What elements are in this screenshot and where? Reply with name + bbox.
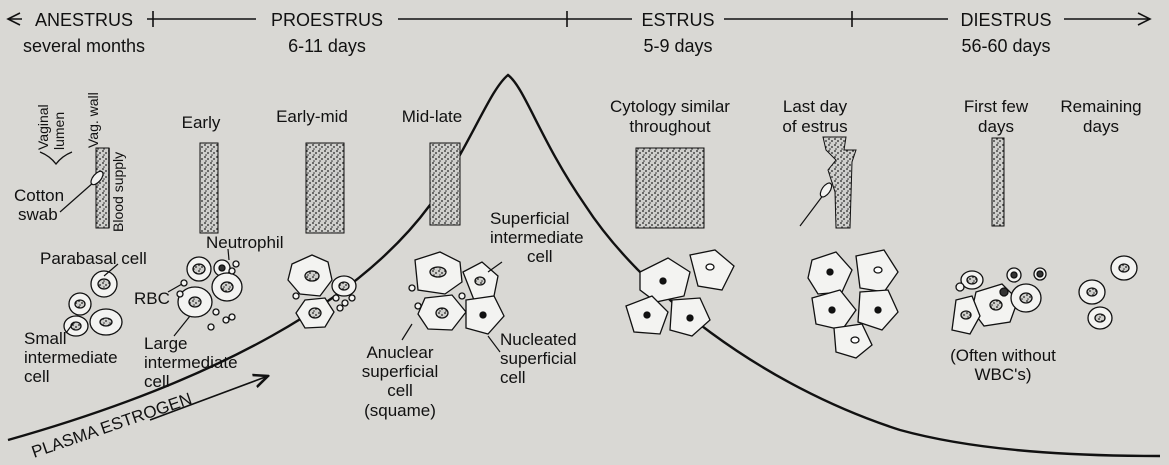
label-parabasal: Parabasal cell [40,249,147,268]
label-nucleated-2: superficial [500,349,577,368]
anatomy-legend: Vaginal lumen Vag. wall Blood supply Cot… [14,92,126,232]
cells-early-proestrus [177,257,242,330]
cells-early-mid-proestrus [288,255,356,328]
phase-diestrus-duration: 56-60 days [961,36,1050,56]
stage-first-few-2: days [978,117,1014,136]
stage-cytology-2: throughout [629,117,711,136]
phase-diestrus: DIESTRUS [960,10,1051,30]
wall-early [200,143,218,233]
label-anuclear-2: superficial [362,362,439,381]
wall-last-day [823,137,856,228]
cells-estrus [626,250,734,336]
label-large-int-3: cell [144,372,170,391]
stage-first-few-1: First few [964,97,1029,116]
cells-first-few-diestrus [952,268,1046,334]
cell-labels: Parabasal cell RBC Neutrophil Small inte… [24,209,1056,420]
vaginal-label: Vaginal [35,104,51,150]
cells-remaining-diestrus [1079,256,1137,329]
stage-cytology-1: Cytology similar [610,97,730,116]
stage-labels: Early Early-mid Mid-late Cytology simila… [182,97,1142,136]
lumen-brace [40,152,72,164]
blood-supply-label: Blood supply [110,152,126,232]
phase-estrus: ESTRUS [641,10,714,30]
stage-mid-late: Mid-late [402,107,462,126]
label-often-without-1: (Often without [950,346,1056,365]
wall-estrus [636,148,704,228]
cotton-swab-estrus-icon [818,181,834,199]
label-large-int-2: intermediate [144,353,238,372]
label-superficial-int-3: cell [527,247,553,266]
swab-label: swab [18,205,58,224]
wall-early-mid [306,143,344,233]
vaginal-wall-section [96,148,109,228]
cells-last-day-estrus [808,250,898,358]
vag-wall-label: Vag. wall [85,92,101,148]
label-small-int-1: Small [24,329,67,348]
wall-mid-late [430,143,460,225]
stage-remaining-2: days [1083,117,1119,136]
stage-last-day-2: of estrus [782,117,847,136]
wall-diestrus [992,138,1004,226]
phase-proestrus: PROESTRUS [271,10,383,30]
label-small-int-3: cell [24,367,50,386]
phase-estrus-duration: 5-9 days [643,36,712,56]
timeline: ANESTRUS several months PROESTRUS 6-11 d… [8,8,1150,56]
label-nucleated-3: cell [500,368,526,387]
label-nucleated-1: Nucleated [500,330,577,349]
vaginal-wall-sections [200,137,1004,233]
cotton-swab-stick [60,182,94,212]
label-often-without-2: WBC's) [974,365,1031,384]
stage-early: Early [182,113,221,132]
phase-anestrus-duration: several months [23,36,145,56]
cell-drawings [64,250,1137,358]
label-large-int-1: Large [144,334,187,353]
cells-mid-late-proestrus [409,252,504,334]
swab-stick-estrus [800,194,824,226]
cells-anestrus [64,271,122,336]
label-small-int-2: intermediate [24,348,118,367]
label-anuclear-3: cell [387,381,413,400]
lumen-label: lumen [51,112,67,150]
phase-proestrus-duration: 6-11 days [288,36,366,56]
stage-early-mid: Early-mid [276,107,348,126]
label-anuclear-4: (squame) [364,401,436,420]
stage-remaining-1: Remaining [1060,97,1141,116]
label-anuclear-1: Anuclear [366,343,433,362]
label-neutrophil: Neutrophil [206,233,284,252]
phase-anestrus: ANESTRUS [35,10,133,30]
stage-last-day-1: Last day [783,97,848,116]
label-superficial-int-2: intermediate [490,228,584,247]
label-rbc: RBC [134,289,170,308]
label-superficial-int-1: Superficial [490,209,569,228]
cotton-label: Cotton [14,186,64,205]
